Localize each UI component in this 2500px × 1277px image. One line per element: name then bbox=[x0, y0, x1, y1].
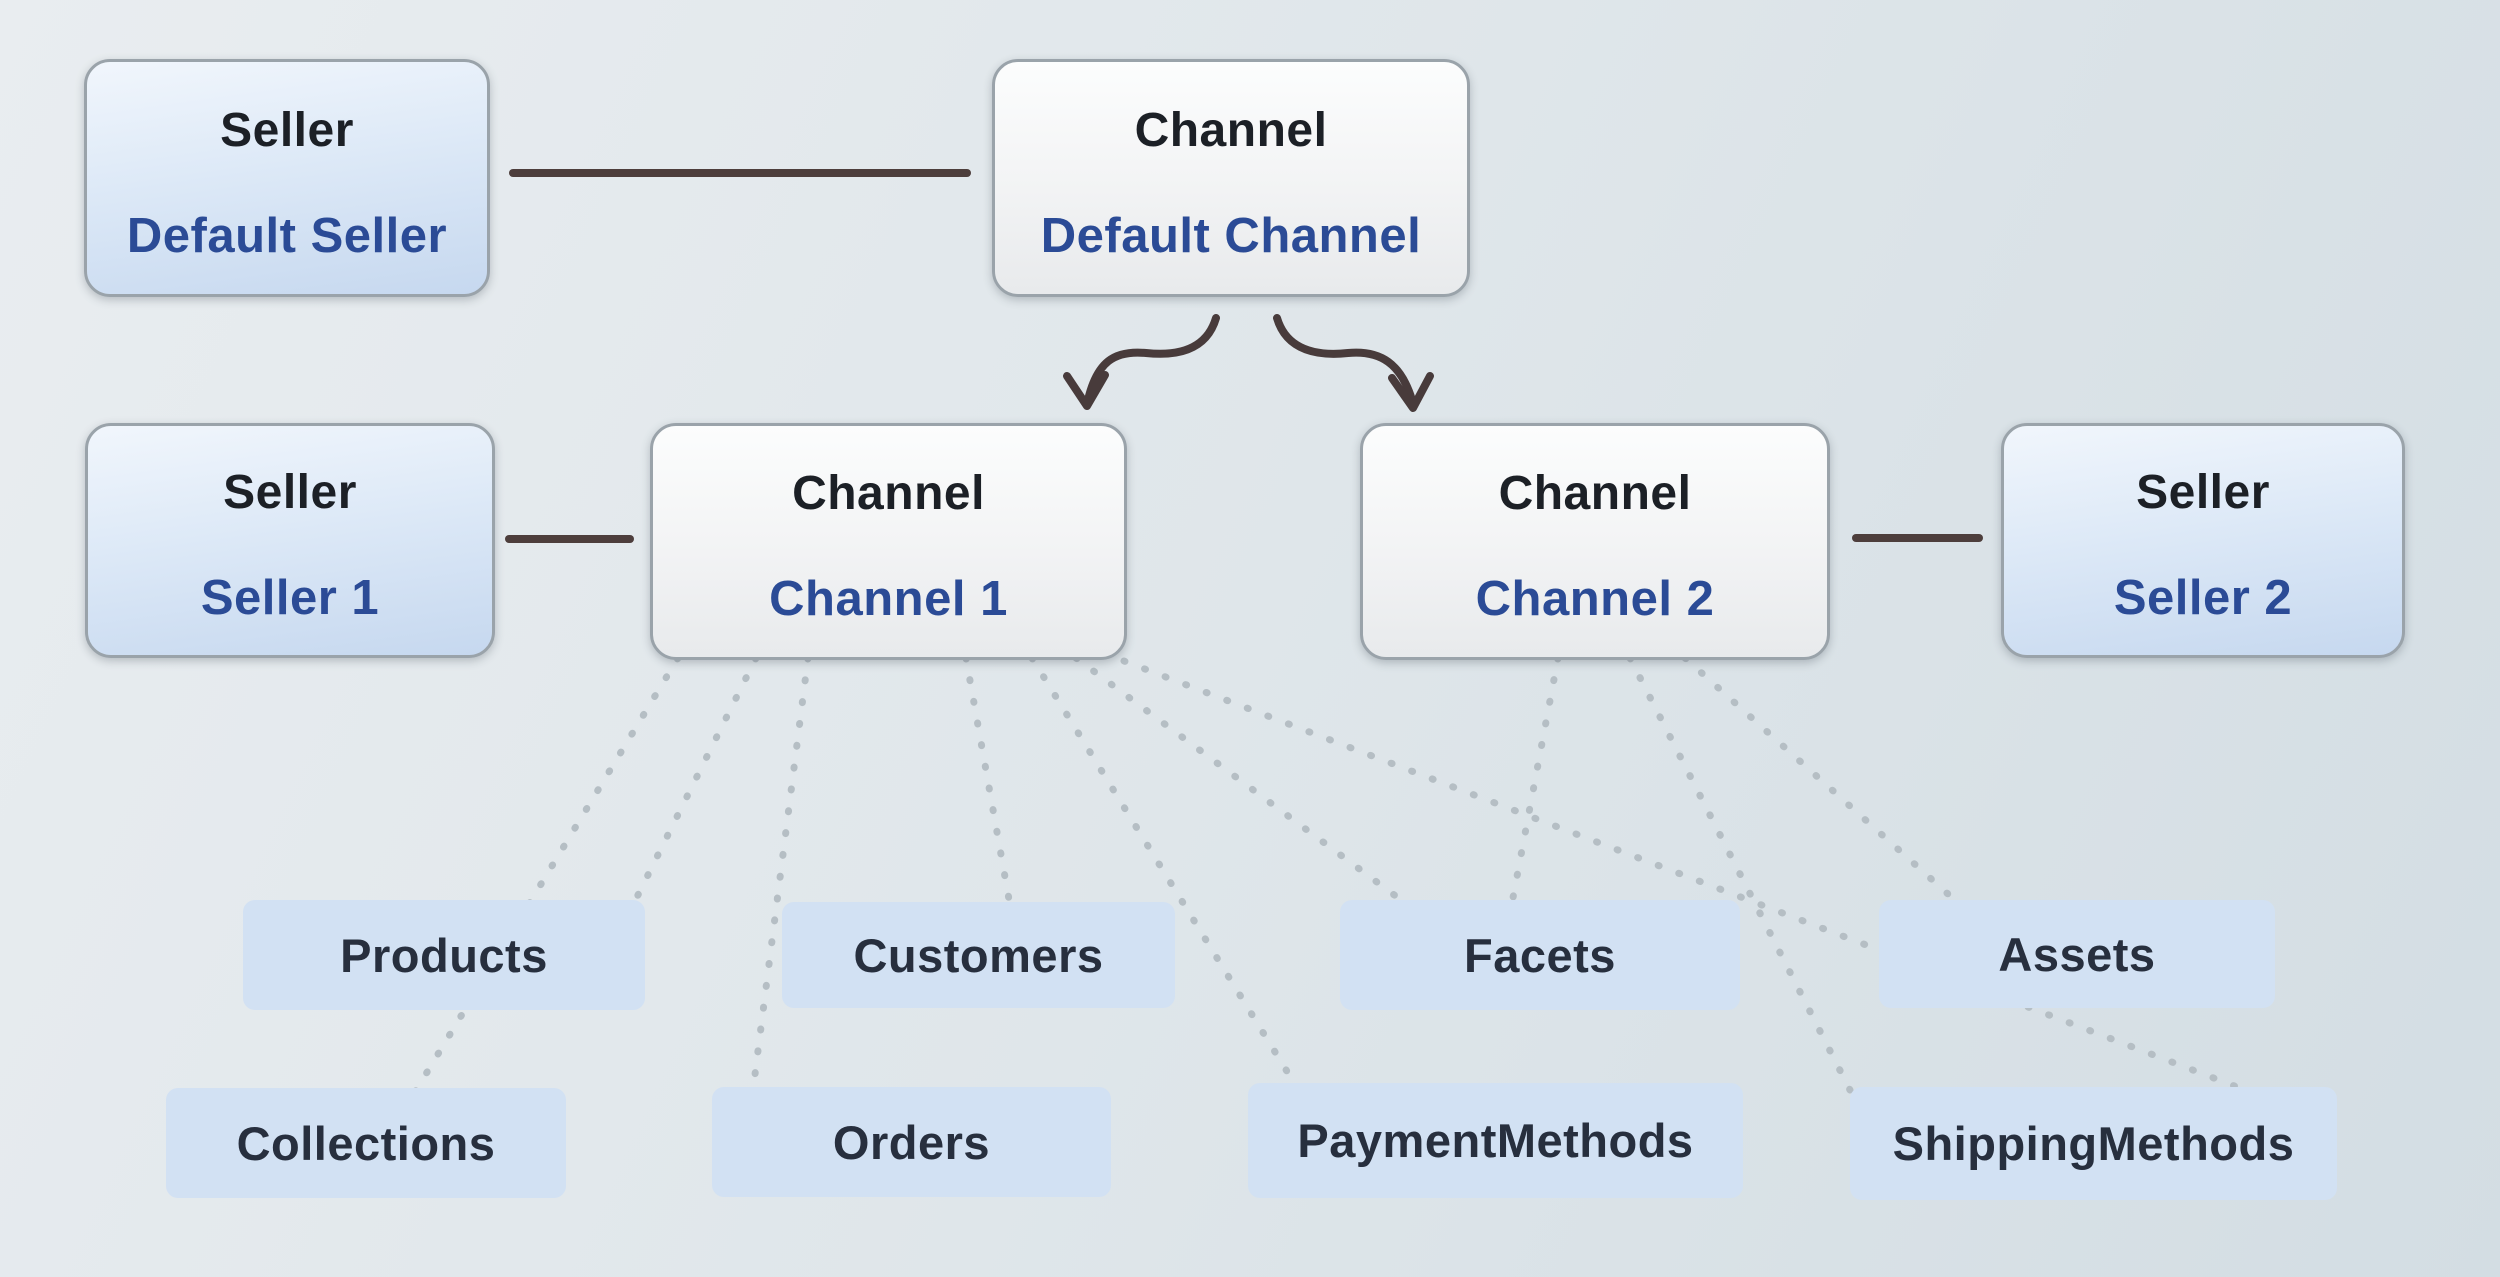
edge-channel-2-facets bbox=[1508, 654, 1562, 907]
entity-customers: Customers bbox=[782, 902, 1175, 1008]
node-default-seller: Seller Default Seller bbox=[84, 59, 490, 297]
arrowhead-channel-2-icon bbox=[1388, 372, 1434, 412]
edge-channel-1-facets bbox=[1072, 654, 1409, 907]
entity-collections: Collections bbox=[166, 1088, 566, 1198]
edge-channel-1-paymentmethods bbox=[1028, 654, 1300, 1090]
node-type-label: Seller bbox=[2136, 466, 2270, 519]
entity-products: Products bbox=[243, 900, 645, 1010]
node-name-label: Default Seller bbox=[126, 208, 448, 263]
entity-facets: Facets bbox=[1340, 900, 1740, 1010]
entity-paymentmethods: PaymentMethods bbox=[1248, 1083, 1743, 1198]
node-type-label: Seller bbox=[223, 466, 357, 519]
node-type-label: Channel bbox=[792, 467, 985, 520]
edge-channel-1-products bbox=[630, 654, 760, 907]
edge-channel-1-customers bbox=[962, 654, 1014, 909]
node-name-label: Seller 1 bbox=[200, 571, 380, 625]
node-name-label: Seller 2 bbox=[2113, 571, 2293, 625]
entity-assets: Assets bbox=[1879, 900, 2275, 1008]
entity-shippingmethods: ShippingMethods bbox=[1850, 1087, 2337, 1200]
node-channel-2: Channel Channel 2 bbox=[1360, 423, 1830, 660]
node-type-label: Channel bbox=[1134, 103, 1328, 157]
arrowhead-channel-1-icon bbox=[1063, 371, 1109, 410]
edge-channel-1-orders bbox=[749, 654, 812, 1094]
node-type-label: Seller bbox=[220, 103, 354, 157]
node-name-label: Channel 2 bbox=[1475, 572, 1715, 626]
entity-orders: Orders bbox=[712, 1087, 1111, 1197]
arrow-default-channel-to-channel-1 bbox=[1084, 314, 1220, 404]
arrow-default-channel-to-channel-2 bbox=[1273, 314, 1416, 404]
edge-channel-1-collections bbox=[411, 654, 682, 1096]
edge-channel-1-shippingmethods bbox=[1120, 657, 2249, 1094]
node-seller-1: Seller Seller 1 bbox=[85, 423, 495, 658]
node-seller-2: Seller Seller 2 bbox=[2001, 423, 2405, 658]
node-name-label: Default Channel bbox=[1040, 208, 1422, 263]
node-default-channel: Channel Default Channel bbox=[992, 59, 1470, 297]
edge-channel-2-shippingmethods bbox=[1626, 654, 1854, 1094]
edge-channel-2-assets bbox=[1681, 654, 1962, 907]
node-name-label: Channel 1 bbox=[769, 572, 1008, 626]
node-channel-1: Channel Channel 1 bbox=[650, 423, 1127, 660]
node-type-label: Channel bbox=[1498, 467, 1692, 520]
